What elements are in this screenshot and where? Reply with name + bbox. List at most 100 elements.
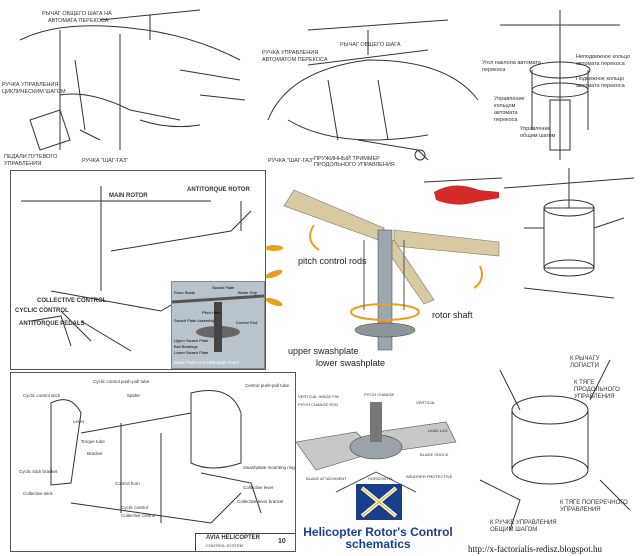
label-to-blade-lever: К РЫЧАГУ [570, 356, 600, 362]
label-weather-protective: WEATHER PROTECTIVE [406, 474, 453, 479]
label-ring-control-3: автомата [494, 110, 518, 116]
label-collective-lever-bracket: Collective lever bracket [237, 499, 284, 504]
label-to-lateral: К ТЯГЕ ПОПЕРЕЧНОГО [560, 500, 628, 506]
panel-rotor-head-drawing [504, 168, 640, 348]
avia-control-drawing [50, 390, 262, 524]
label-ring-control: Управление [494, 96, 525, 102]
inset-label-swash-assembly: Swash Plate Assembly [174, 318, 215, 323]
label-pitch-change: PITCH CHANGE [364, 392, 395, 397]
label-vertical-hinge-pin: VERTICAL HINGE PIN [298, 394, 339, 399]
label-collective-control: Управление [520, 126, 551, 132]
label-pedals: ПЕДАЛИ ПУТЕВОГО [4, 154, 58, 160]
label-lead-lag: LEAD-LAG [428, 428, 448, 433]
label-ring-control-2: кольцом [494, 103, 516, 109]
label-longitudinal-control: ПРОДОЛЬНОГО УПРАВЛЕНИЯ [314, 162, 395, 168]
label-rotor-shaft: rotor shaft [432, 310, 473, 320]
label-collective-control-2: общим шагом [520, 133, 556, 139]
inset-label-upper-swash: Upper Swash Plate [174, 338, 209, 343]
label-horizontal: HORIZONTAL [368, 476, 394, 481]
badge-title: AVIA HELICOPTER [206, 535, 261, 541]
label-tilt-angle-2: перекоса [482, 67, 506, 73]
inset-label-lower-swash: Lower Swash Plate [174, 350, 209, 355]
site-url[interactable]: http://x-factorialis-redisz.blogspot.hu [468, 544, 602, 554]
panel-avia-control-system: Cyclic control stick Cyclic control push… [10, 372, 296, 552]
inset-label-rotor-blade: Rotor Blade [174, 290, 196, 295]
label-collective-lever: РЫЧАГ ОБЩЕГО ШАГА НА [42, 11, 112, 17]
inset-label-ball-bearings: Ball Bearings [174, 344, 198, 349]
inset-caption: Basic Parts of a Helicopter Rotor [174, 360, 240, 365]
label-pedals-control: УПРАВЛЕНИЯ [4, 161, 42, 167]
panel-swashplate-assembly-ru: К РЫЧАГУ ЛОПАСТИ К ТЯГЕ ПРОДОЛЬНОГО УПРА… [460, 350, 640, 546]
label-to-longitudinal-3: УПРАВЛЕНИЯ [574, 394, 615, 400]
label-fixed-ring: Неподвижное кольцо [576, 54, 631, 60]
label-lower-swashplate: lower swashplate [316, 358, 386, 368]
swashplate-assembly-drawing [479, 359, 631, 531]
panel-helicopter-body-ru: РУЧКА УПРАВЛЕНИЯ АВТОМАТОМ ПЕРЕКОСА РЫЧА… [248, 0, 480, 168]
label-to-longitudinal-2: ПРОДОЛЬНОГО [574, 387, 620, 393]
label-pitch-control-rods: pitch control rods [298, 256, 367, 266]
inset-swashplate-photo: Rotor Blade Swash Plate Blade Grip Pitch… [171, 281, 265, 369]
label-main-rotor: MAIN ROTOR [109, 193, 148, 199]
label-to-longitudinal: К ТЯГЕ [574, 380, 595, 386]
label-cyclic-push-pull: Cyclic control push-pull tube [93, 379, 150, 384]
label-control-horn: Control horn [115, 481, 140, 486]
inset-swashplate-drawing [172, 282, 264, 368]
label-fixed-ring-2: автомата перекоса [576, 61, 625, 67]
label-cyclic-control-stick: Cyclic control stick [23, 393, 61, 398]
label-cyclic-pitch: ЦИКЛИЧЕСКИМ ШАГОМ [2, 89, 66, 95]
label-collective-pitch-lever: РЫЧАГ ОБЩЕГО ШАГА [340, 42, 401, 48]
diagram-subtitle: schematics [345, 537, 411, 551]
label-moving-ring: Подвижное кольцо [576, 76, 625, 82]
x-logo-icon [356, 484, 402, 520]
panel-swashplate-colored: pitch control rods rotor shaft upper swa… [264, 170, 504, 370]
label-swash-control: РУЧКА УПРАВЛЕНИЯ [262, 50, 319, 56]
label-swashplate-ring: Swashplate mounting ring [243, 465, 295, 470]
label-to-blade-lever-2: ЛОПАСТИ [570, 363, 599, 369]
rotor-head-drawing [504, 168, 635, 299]
rotor-hub-drawing [296, 402, 457, 520]
label-collective-control-text: Collective control [121, 513, 156, 518]
label-to-collective-handle: К РУЧКЕ УПРАВЛЕНИЯ [490, 520, 557, 526]
label-moving-ring-2: автомата перекоса [576, 83, 625, 89]
panel-rotor-hub: PITCH CHANGE ROD VERTICAL HINGE PIN PITC… [296, 372, 460, 552]
label-cyclic-stick-bracket: Cyclic stick bracket [19, 469, 58, 474]
cockpit-controls-drawing [19, 9, 246, 151]
label-tilt-angle: Угол наклона автомата [482, 60, 541, 66]
label-collective-control-en: COLLECTIVE CONTROL [37, 298, 107, 304]
inset-label-swash-plate: Swash Plate [212, 285, 235, 290]
label-pitch-throttle-2: РУЧКА "ШАГ-ГАЗ" [268, 158, 315, 164]
panel-swashplate-ru: Неподвижное кольцо автомата перекоса Уго… [480, 0, 640, 168]
panel-cockpit-controls-ru: РЫЧАГ ОБЩЕГО ШАГА НА АВТОМАТА ПЕРЕКОСА Р… [0, 0, 250, 168]
badge-subtitle: CONTROL SYSTEM [206, 543, 243, 548]
diagram-title: Helicopter Rotor's Control [303, 525, 453, 539]
label-pitch-throttle: РУЧКА "ШАГ-ГАЗ" [82, 158, 129, 164]
inset-label-pitch-horn: Pitch Horn [202, 310, 221, 315]
label-vertical: VERTICAL [416, 400, 436, 405]
swashplate-colored-drawing [265, 177, 503, 351]
label-cyclic-control-text: Cyclic control [121, 505, 148, 510]
label-to-collective-handle-2: ОБЩИМ ШАГОМ [490, 527, 538, 533]
helicopter-body-drawing [267, 19, 479, 161]
label-cyclic-control-en: CYCLIC CONTROL [15, 308, 69, 314]
label-spring-trimmer: ПРУЖИННЫЙ ТРИММЕР [314, 156, 380, 162]
avia-badge: AVIA HELICOPTER CONTROL SYSTEM 10 [195, 533, 295, 551]
inset-label-blade-grip: Blade Grip [238, 290, 257, 295]
swashplate-ru-drawing [500, 10, 620, 160]
label-swashplate: АВТОМАТА ПЕРЕКОСА [48, 18, 109, 24]
label-lever: Lever [73, 419, 85, 424]
panel-rotor-controls-en: MAIN ROTOR ANTITORQUE ROTOR COLLECTIVE C… [10, 170, 266, 370]
label-collective-lever-text: Collective lever [243, 485, 274, 490]
label-collective-stick: Collective stick [23, 491, 53, 496]
label-to-lateral-2: УПРАВЛЕНИЯ [560, 507, 601, 513]
label-antitorque-pedals: ANTITORQUE PEDALS [19, 321, 85, 327]
badge-number: 10 [278, 538, 286, 545]
label-spider: Spider [127, 393, 141, 398]
label-cyclic-stick: РУЧКА УПРАВЛЕНИЯ [2, 82, 59, 88]
label-swash-automat: АВТОМАТОМ ПЕРЕКОСА [262, 57, 328, 63]
label-ring-control-4: перекоса [494, 117, 518, 123]
label-pitch-change-rod: PITCH CHANGE ROD [298, 402, 339, 407]
label-blade-attachment: BLADE ATTACHMENT [306, 476, 347, 481]
label-antitorque-rotor: ANTITORQUE ROTOR [187, 187, 250, 193]
label-upper-swashplate: upper swashplate [288, 346, 359, 356]
label-blade-shock: BLADE SHOCK [420, 452, 449, 457]
